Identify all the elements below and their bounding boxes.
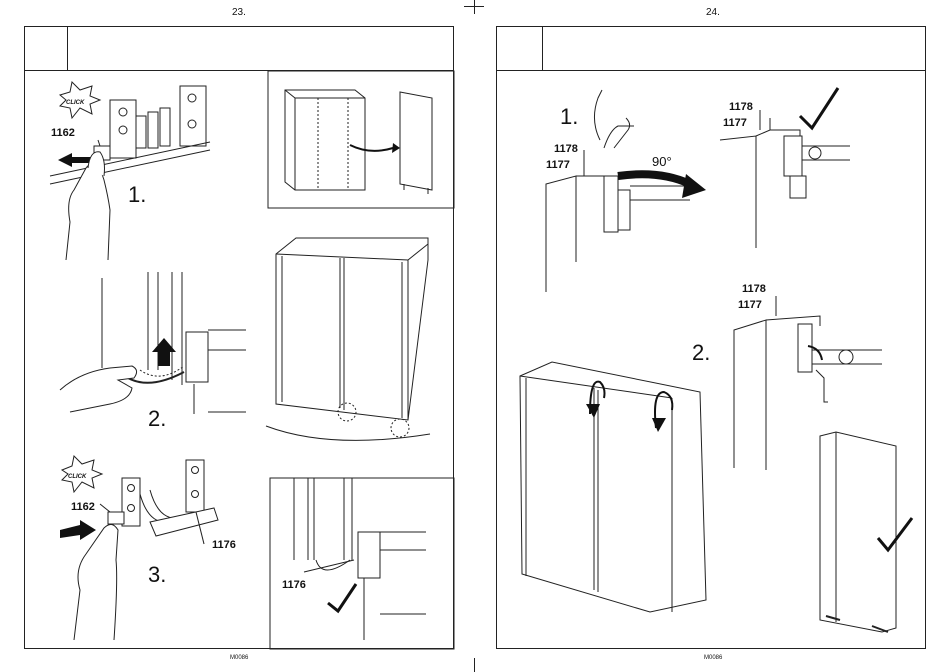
part-label-1178-a: 1178 xyxy=(554,143,578,155)
door-leaning xyxy=(820,432,912,632)
part-label-1178-c: 1178 xyxy=(742,283,766,295)
part-label-1177-c: 1177 xyxy=(738,299,762,311)
step-number-2-right: 2. xyxy=(692,340,710,365)
wardrobe-doors-step xyxy=(520,362,706,612)
part-label-1177-b: 1177 xyxy=(723,117,747,129)
angle-label: 90° xyxy=(652,154,672,169)
step-number-1-right: 1. xyxy=(560,104,578,129)
part-label-1177-a: 1177 xyxy=(546,159,570,171)
part-label-1178-b: 1178 xyxy=(729,101,753,113)
